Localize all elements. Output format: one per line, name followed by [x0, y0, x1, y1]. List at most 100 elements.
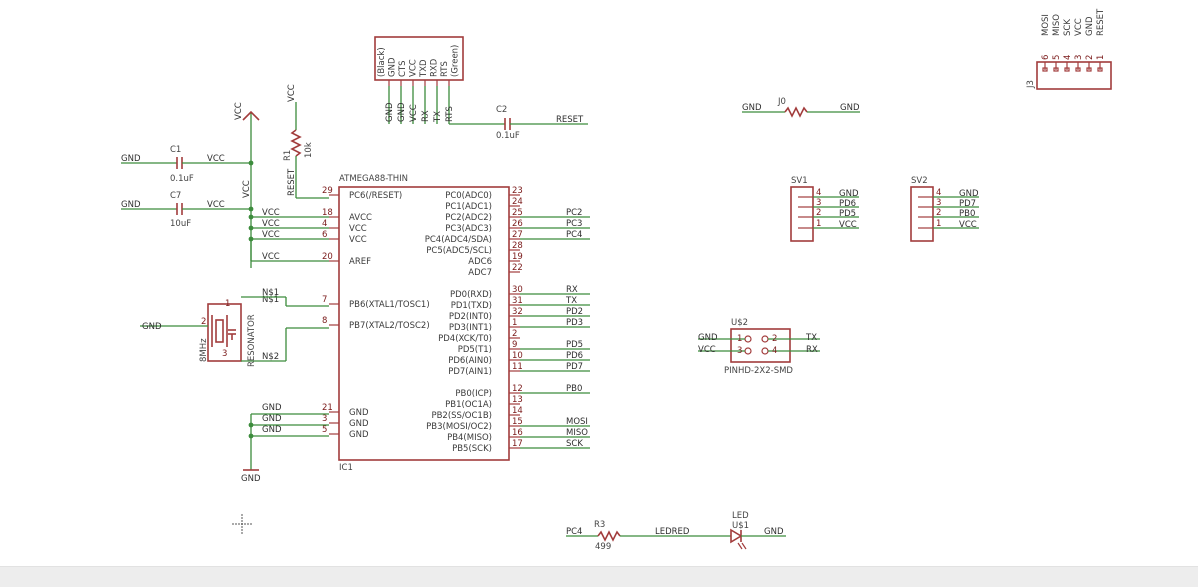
r3-value: 499 [595, 542, 611, 552]
capacitor-c2[interactable]: C2 0.1uF RESET [496, 105, 588, 141]
mcu-pin-name: GND [349, 419, 369, 429]
mcu-pin-name: PC6(/RESET) [349, 191, 402, 201]
sv2-ref: SV2 [911, 176, 928, 186]
ftdi-pin-label: GND [388, 57, 398, 77]
mcu-name: ATMEGA88-THIN [339, 174, 408, 184]
mcu-pin-number: 21 [322, 403, 333, 413]
vcc-rail-label: VCC [242, 180, 252, 198]
capacitor-c1[interactable]: GND VCC C1 0.1uF [121, 145, 251, 184]
u2-net1: GND [698, 333, 718, 343]
sv2-net-label: PB0 [959, 209, 975, 219]
sv2-pin-number: 3 [936, 198, 941, 208]
sv1-net-label: GND [839, 189, 859, 199]
j3-pin-label: MISO [1052, 14, 1062, 36]
j3-pin-number: 4 [1063, 55, 1073, 60]
j3-pin-label: SCK [1063, 19, 1073, 36]
mcu-pin-number: 4 [322, 219, 327, 229]
ftdi-pin-label: RXD [430, 58, 440, 77]
mcu-right-net-label: MOSI [566, 417, 588, 427]
c1-ref: C1 [170, 145, 181, 155]
led-circuit[interactable]: PC4 R3 499 LEDRED LED U$1 GND [566, 511, 786, 552]
r1-ref: R1 [283, 150, 293, 161]
mcu-right-net-label: PD6 [566, 351, 583, 361]
mcu-pin-name: PC4(ADC4/SDA) [425, 235, 492, 245]
mcu-left-net-label: GND [262, 414, 282, 424]
mcu-pin-name: ADC6 [468, 257, 492, 267]
mcu-right-net-label: TX [565, 296, 577, 306]
resonator-pin3: 3 [222, 349, 227, 359]
mcu-pin-name: PB6(XTAL1/TOSC1) [349, 300, 430, 310]
u2-name: PINHD-2X2-SMD [724, 366, 793, 376]
j3-pin-label: GND [1085, 16, 1095, 36]
mcu-pin-name: PB1(OC1A) [445, 400, 492, 410]
mcu-pin-name: GND [349, 430, 369, 440]
u2-ref: U$2 [731, 318, 748, 328]
capacitor-c7[interactable]: GND VCC C7 10uF [121, 191, 251, 229]
jumper-j0[interactable]: GND J0 GND [742, 97, 860, 118]
mcu-pin-number: 25 [512, 208, 523, 218]
j0-right: GND [840, 103, 860, 113]
mcu-pin-number: 6 [322, 230, 327, 240]
r3-ref: R3 [594, 520, 605, 530]
mcu-pin-number: 14 [512, 406, 523, 416]
j3-pin-number: 1 [1096, 55, 1106, 60]
mcu-pin-number: 28 [512, 241, 523, 251]
mcu-pin-name: PC3(ADC3) [445, 224, 492, 234]
mcu-pin-number: 9 [512, 340, 517, 350]
u2-pin1: 1 [737, 334, 742, 344]
j3-pin-number: 5 [1052, 55, 1062, 60]
mcu-pin-name: PB4(MISO) [447, 433, 492, 443]
resonator[interactable]: 1 2 3 GND 8MHz RESONATOR N$1 N$2 [140, 288, 329, 367]
mcu-right-net-label: PB0 [566, 384, 582, 394]
status-bar [0, 566, 1198, 587]
mcu-pin-number: 3 [322, 414, 327, 424]
resonator-pin2: 2 [201, 317, 206, 327]
mcu-pin-number: 13 [512, 395, 523, 405]
header-u2[interactable]: U$2 PINHD-2X2-SMD 1 2 3 4 GND TX VCC RX [698, 318, 820, 376]
mcu-ref: IC1 [339, 463, 353, 473]
resistor-r1[interactable]: VCC R1 10k RESET [283, 84, 329, 199]
vcc-supply[interactable]: VCC VCC [234, 102, 260, 268]
mcu-left-net-label: VCC [262, 252, 280, 262]
vcc-supply-label: VCC [234, 102, 244, 120]
mcu-pin-name: PD5(T1) [458, 345, 492, 355]
led-net-mid: LEDRED [655, 527, 690, 537]
mcu-pin-name: PD3(INT1) [449, 323, 492, 333]
mcu-right-net-label: PD5 [566, 340, 583, 350]
sv1-net-label: PD5 [839, 209, 856, 219]
mcu-pin-name: VCC [349, 224, 367, 234]
resonator-pin1: 1 [225, 299, 230, 309]
c7-left-net: GND [121, 200, 141, 210]
mcu-pin-name: PD1(TXD) [451, 301, 492, 311]
sv1-pin-number: 3 [816, 198, 821, 208]
c2-net: RESET [556, 115, 584, 125]
mcu-pin-number: 32 [512, 307, 523, 317]
led-ref: LED [732, 511, 749, 521]
j3-pin-label: VCC [1074, 18, 1084, 36]
c1-value: 0.1uF [170, 174, 194, 184]
j3-pin-label: MOSI [1041, 14, 1051, 36]
mcu-pin-name: PC1(ADC1) [445, 202, 492, 212]
r1-value: 10k [304, 142, 314, 158]
sv2-pin-number: 2 [936, 208, 941, 218]
j3-ref: J3 [1026, 80, 1036, 89]
origin-marker [232, 514, 252, 534]
mcu-right-net-label: SCK [566, 439, 583, 449]
mcu-pin-name: PC5(ADC5/SCL) [426, 246, 492, 256]
ftdi-net-label: TX [433, 111, 443, 123]
gnd-rail[interactable]: GND [241, 413, 329, 484]
mcu-left-net-label: VCC [262, 219, 280, 229]
mcu-pin-number: 29 [322, 186, 333, 196]
mcu-pin-number: 1 [512, 318, 517, 328]
mcu-pin-number: 11 [512, 362, 523, 372]
ftdi-pin-label: RTS [440, 61, 450, 77]
r1-bottom-net: RESET [287, 168, 297, 196]
mcu-left-net-label: VCC [262, 208, 280, 218]
mcu-pin-number: 23 [512, 186, 523, 196]
